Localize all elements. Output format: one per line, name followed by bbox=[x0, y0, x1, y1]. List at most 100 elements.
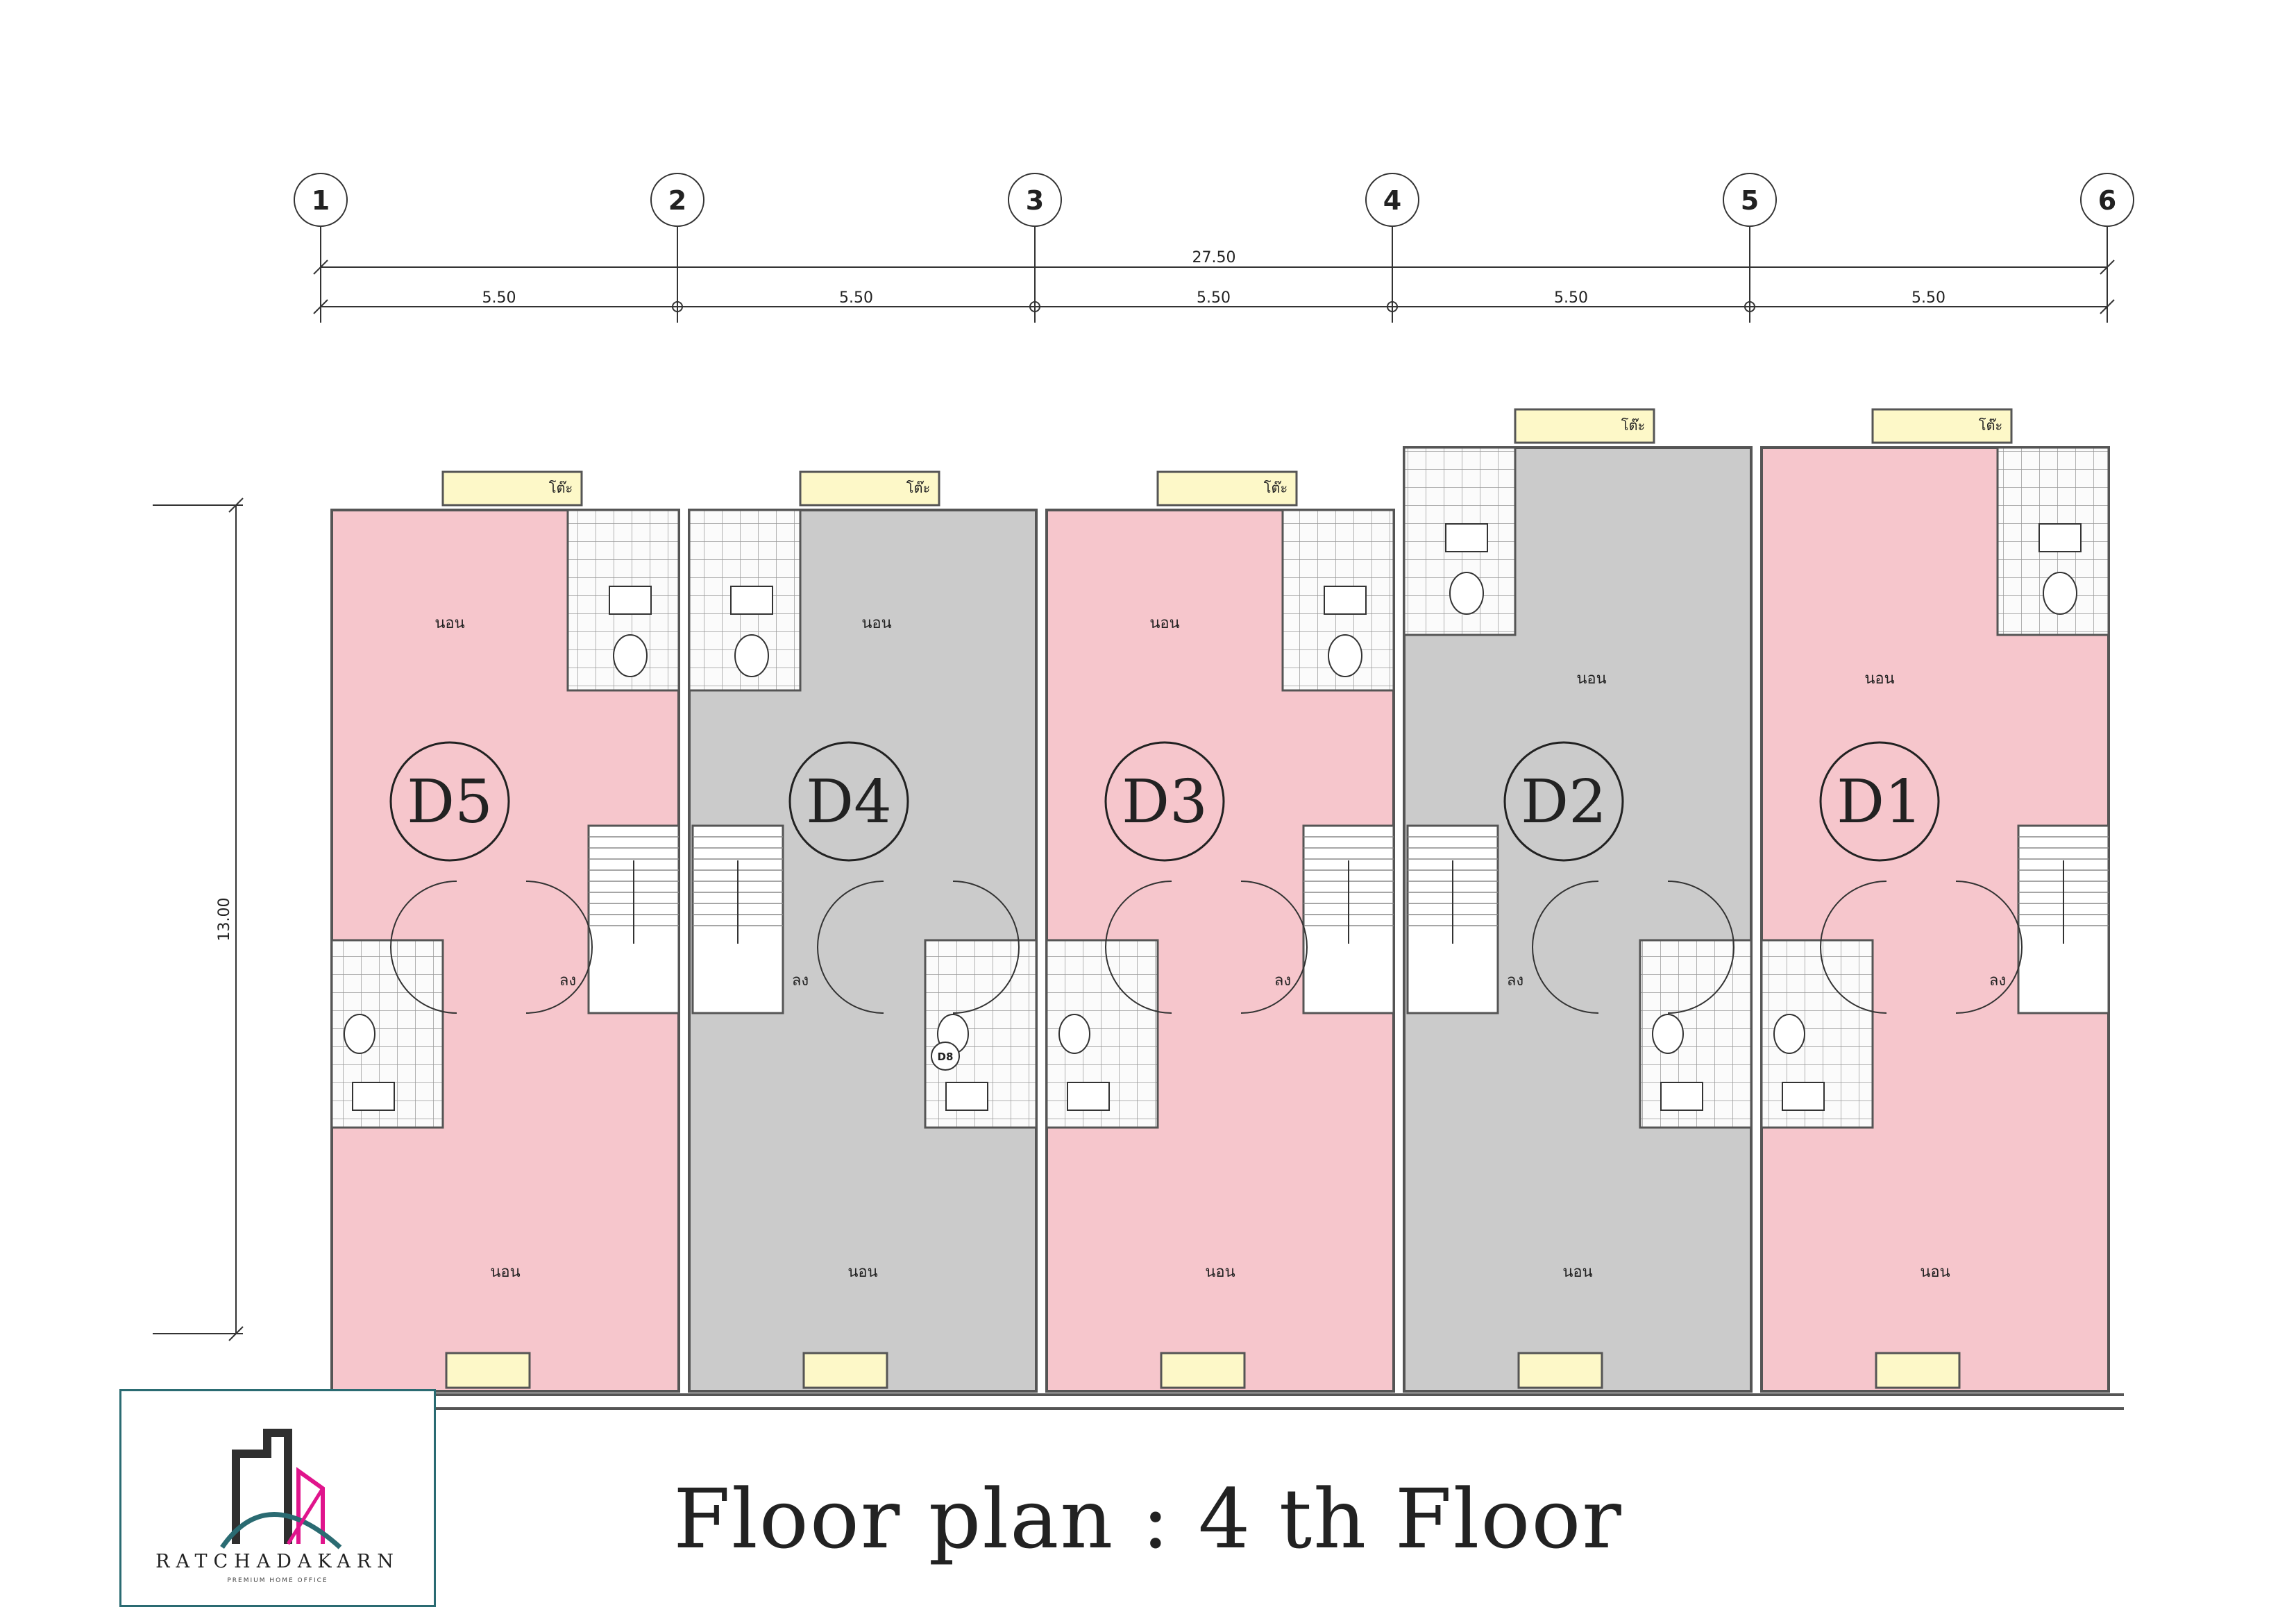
dim-bay-2: 5.50 bbox=[839, 289, 873, 307]
room-label-top: นอน bbox=[434, 615, 464, 632]
unit-badge-circle bbox=[1819, 741, 1940, 862]
sink-icon bbox=[1328, 634, 1362, 677]
front-planter bbox=[1160, 1352, 1246, 1389]
stair bbox=[1406, 824, 1499, 1014]
toilet-icon bbox=[2038, 523, 2082, 552]
room-label-top: นอน bbox=[1576, 670, 1606, 688]
toilet-icon bbox=[1067, 1082, 1110, 1111]
balcony-label: โต๊ะ bbox=[1979, 417, 2002, 434]
toilet-icon bbox=[1324, 586, 1367, 615]
grid-bubbles: 1 2 3 4 5 6 bbox=[294, 173, 2134, 258]
door-swing bbox=[1955, 881, 2023, 1014]
dim-bay-5: 5.50 bbox=[1911, 289, 1945, 307]
balcony-label: โต๊ะ bbox=[906, 479, 930, 496]
toilet-icon bbox=[609, 586, 652, 615]
units-layer: โต๊ะลงนอนนอนD5โต๊ะลงนอนนอนD4โต๊ะลงนอนนอน… bbox=[330, 408, 2110, 1393]
balcony-label: โต๊ะ bbox=[1621, 417, 1645, 434]
room-label-bottom: นอน bbox=[1562, 1264, 1592, 1281]
toilet-icon bbox=[1445, 523, 1488, 552]
grid-label-5: 5 bbox=[1741, 185, 1759, 216]
stair bbox=[691, 824, 784, 1014]
door-swing bbox=[1532, 881, 1599, 1014]
sink-icon bbox=[613, 634, 648, 677]
balcony bbox=[441, 470, 583, 507]
stair-label: ลง bbox=[1507, 972, 1523, 989]
dim-bay-3: 5.50 bbox=[1197, 289, 1231, 307]
room-label-bottom: นอน bbox=[490, 1264, 520, 1281]
door-swing bbox=[390, 881, 457, 1014]
front-planter bbox=[445, 1352, 531, 1389]
balcony bbox=[799, 470, 940, 507]
room-label-top: นอน bbox=[861, 615, 891, 632]
sink-icon bbox=[1773, 1014, 1805, 1054]
balcony bbox=[1871, 408, 2013, 444]
stair bbox=[1302, 824, 1395, 1014]
door-swing bbox=[1240, 881, 1308, 1014]
door-swing bbox=[1105, 881, 1172, 1014]
dimension-labels: 27.50 5.50 5.50 5.50 5.50 5.50 13.00 bbox=[216, 249, 1945, 941]
front-planter bbox=[1875, 1352, 1961, 1389]
balcony bbox=[1156, 470, 1298, 507]
front-planter bbox=[1517, 1352, 1603, 1389]
brand-logo: RATCHADAKARN PREMIUM HOME OFFICE bbox=[119, 1389, 436, 1607]
dim-bay-1: 5.50 bbox=[482, 289, 516, 307]
unit-badge-label: D5 bbox=[407, 767, 493, 837]
dim-depth: 13.00 bbox=[216, 898, 233, 942]
building-outline bbox=[321, 1393, 2124, 1410]
door-tag-label: D8 bbox=[938, 1051, 954, 1063]
stair-label: ลง bbox=[559, 972, 576, 989]
unit-badge-label: D3 bbox=[1122, 767, 1208, 837]
unit-badge-label: D4 bbox=[806, 767, 892, 837]
room-label-bottom: นอน bbox=[847, 1264, 877, 1281]
balcony-label: โต๊ะ bbox=[1264, 479, 1288, 496]
room-label-top: นอน bbox=[1864, 670, 1894, 688]
sink-icon bbox=[734, 634, 769, 677]
toilet-icon bbox=[1660, 1082, 1703, 1111]
room-label-bottom: นอน bbox=[1205, 1264, 1235, 1281]
building-logo-icon bbox=[220, 1429, 342, 1549]
brand-name: RATCHADAKARN bbox=[155, 1551, 400, 1572]
sink-icon bbox=[344, 1014, 375, 1054]
stair-label: ลง bbox=[792, 972, 809, 989]
grid-label-3: 3 bbox=[1026, 185, 1044, 216]
unit-badge-circle bbox=[1104, 741, 1225, 862]
door-swing bbox=[525, 881, 593, 1014]
grid-label-2: 2 bbox=[668, 185, 686, 216]
sink-icon bbox=[1652, 1014, 1684, 1054]
dim-overall: 27.50 bbox=[1192, 249, 1236, 266]
grid-label-6: 6 bbox=[2098, 185, 2116, 216]
room-label-top: นอน bbox=[1149, 615, 1179, 632]
toilet-icon bbox=[1782, 1082, 1825, 1111]
toilet-icon bbox=[945, 1082, 988, 1111]
balcony bbox=[1514, 408, 1655, 444]
door-swing bbox=[817, 881, 884, 1014]
sink-icon bbox=[1449, 572, 1484, 615]
grid-label-1: 1 bbox=[312, 185, 330, 216]
unit-badge-circle bbox=[788, 741, 909, 862]
stair bbox=[2017, 824, 2110, 1014]
grid-label-4: 4 bbox=[1383, 185, 1401, 216]
stair-label: ลง bbox=[1274, 972, 1291, 989]
door-swing bbox=[1667, 881, 1734, 1014]
unit-badge-circle bbox=[389, 741, 510, 862]
dim-bay-4: 5.50 bbox=[1554, 289, 1588, 307]
room-label-bottom: นอน bbox=[1920, 1264, 1950, 1281]
door-swing bbox=[1820, 881, 1887, 1014]
unit-badge-label: D2 bbox=[1521, 767, 1607, 837]
toilet-icon bbox=[730, 586, 773, 615]
sink-icon bbox=[2043, 572, 2077, 615]
unit-badge-label: D1 bbox=[1837, 767, 1923, 837]
unit-badge-circle bbox=[1503, 741, 1624, 862]
toilet-icon bbox=[352, 1082, 395, 1111]
stair-label: ลง bbox=[1989, 972, 2006, 989]
door-tag-circle bbox=[931, 1042, 960, 1071]
door-swing bbox=[952, 881, 1020, 1014]
plan-title: Floor plan : 4 th Floor bbox=[673, 1471, 1623, 1567]
sink-icon bbox=[1058, 1014, 1090, 1054]
